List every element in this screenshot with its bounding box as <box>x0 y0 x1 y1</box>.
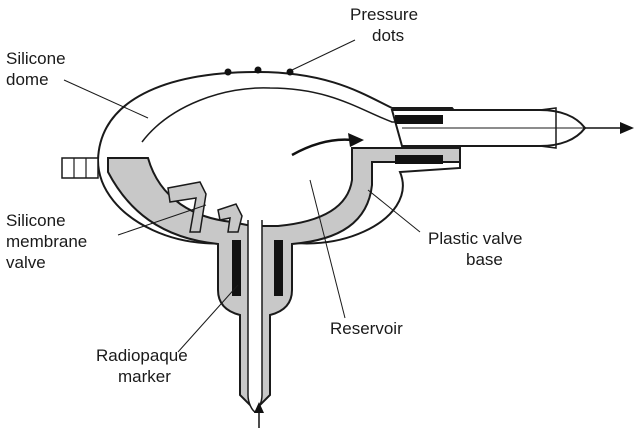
label-silicone-dome-line2: dome <box>6 70 49 89</box>
leader-membrane-valve <box>117 204 207 236</box>
label-plastic-line2: base <box>466 250 503 269</box>
pressure-dot-1 <box>224 68 232 76</box>
label-membrane-line2: membrane <box>6 232 88 251</box>
pressure-dot-3 <box>286 68 294 76</box>
left-connector <box>61 157 99 179</box>
leader-reservoir <box>309 179 346 319</box>
outlet-marker-bottom <box>395 155 443 164</box>
radiopaque-marker-left <box>232 240 241 296</box>
pressure-dot-2 <box>254 66 262 74</box>
leader-plastic-valve-base <box>367 189 421 233</box>
label-pressure-dots-line1: Pressure <box>350 5 419 24</box>
inlet-flow-arrow-head <box>254 402 264 413</box>
leader-pressure-dots <box>291 39 356 71</box>
silicone-dome-inner <box>141 87 440 143</box>
membrane-valve-flap-1 <box>167 181 207 233</box>
flow-arrow-curve-head <box>348 133 364 147</box>
label-radiopaque-marker: Radiopaque marker <box>96 345 188 387</box>
leader-silicone-dome <box>63 79 149 119</box>
label-plastic-line1: Plastic valve <box>428 229 523 248</box>
outlet-marker-top <box>395 115 443 124</box>
membrane-valve-flap-2 <box>217 203 243 233</box>
label-silicone-dome-line1: Silicone <box>6 49 66 68</box>
leader-radiopaque-marker <box>177 284 239 353</box>
label-reservoir: Reservoir <box>330 318 403 339</box>
inlet-catheter <box>247 220 263 413</box>
label-membrane-line3: valve <box>6 253 46 272</box>
label-radiopaque-line2: marker <box>118 367 171 386</box>
label-membrane-line1: Silicone <box>6 211 66 230</box>
radiopaque-marker-right <box>274 240 283 296</box>
label-pressure-dots: Pressure dots <box>350 4 418 46</box>
outlet-tube-tip <box>539 107 557 149</box>
outlet-flow-arrow-head <box>620 122 634 134</box>
label-radiopaque-line1: Radiopaque <box>96 346 188 365</box>
label-reservoir-line1: Reservoir <box>330 319 403 338</box>
flow-arrow-curve <box>291 138 353 157</box>
label-plastic-valve-base: Plastic valve base <box>428 228 522 270</box>
label-pressure-dots-line2: dots <box>372 26 405 45</box>
label-silicone-membrane-valve: Silicone membrane valve <box>6 210 87 273</box>
label-silicone-dome: Silicone dome <box>6 48 66 90</box>
